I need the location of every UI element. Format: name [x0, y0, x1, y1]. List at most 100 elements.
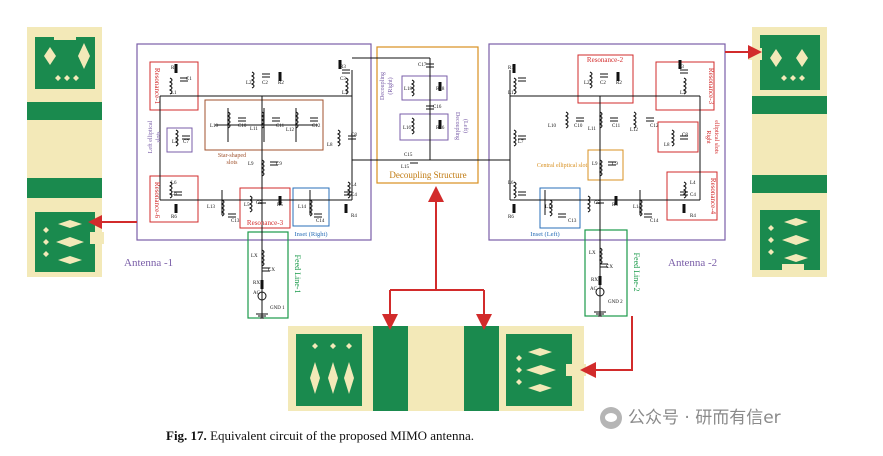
- des-C12: C12: [312, 124, 321, 129]
- feed-line-2-box: [584, 229, 628, 317]
- res-component-23: [174, 204, 178, 213]
- coil-component-73: [638, 199, 643, 217]
- des-L3: L3: [342, 91, 348, 96]
- decoupling-structure-label: Decoupling Structure: [389, 170, 466, 180]
- pcb-left-antenna: [27, 27, 104, 277]
- res-component-5: [278, 72, 282, 81]
- figure-caption: Fig. 17. Equivalent circuit of the propo…: [166, 428, 474, 444]
- cap-component-12: [238, 117, 246, 122]
- cap-component-58: [610, 117, 618, 122]
- figure-caption-text: Equivalent circuit of the proposed MIMO …: [210, 428, 474, 443]
- res-component-28: [278, 196, 282, 205]
- des-L4-right: L4: [690, 181, 696, 186]
- decoupling-left-box: [399, 113, 449, 141]
- des-L15: L15: [401, 165, 410, 170]
- coil-component-65: [512, 181, 517, 199]
- des-C1: C1: [186, 77, 192, 82]
- coil-component-11: [226, 111, 231, 129]
- des-C13-right: C13: [568, 219, 577, 224]
- des-LX-1: LX: [251, 254, 258, 259]
- resonance-3-right-box: [655, 61, 715, 111]
- ac-label-2: AC: [590, 287, 598, 292]
- coil-component-41: [410, 117, 415, 135]
- cap-component-25: [228, 213, 236, 218]
- antenna-1-label: Antenna -1: [124, 257, 173, 269]
- decoupling-right-line2: (Right): [387, 77, 394, 94]
- cap-component-60: [646, 117, 654, 122]
- des-C5: C5: [256, 201, 262, 206]
- resonance-3-right-label: Resonance-3: [707, 68, 715, 105]
- decoupling-left-line1: Decoupling: [454, 112, 460, 140]
- cap-component-66: [518, 191, 526, 196]
- coil-component-55: [564, 111, 569, 129]
- res-component-67: [512, 204, 516, 213]
- cap-component-56: [576, 117, 584, 122]
- des-C5-right: C5: [594, 201, 600, 206]
- cap-component-4: [262, 73, 270, 78]
- res-component-77: [682, 204, 686, 213]
- des-L9: L9: [248, 162, 254, 167]
- des-L6-right: L6: [508, 181, 514, 186]
- cap-component-14: [272, 117, 280, 122]
- coil-component-68: [548, 199, 553, 217]
- des-L2-right: L2: [584, 81, 590, 86]
- des-C7: C7: [183, 140, 189, 145]
- resonance-2-label: Resonance-2: [587, 56, 624, 64]
- des-LX-2: LX: [589, 251, 596, 256]
- right-elliptical-slots-box: [657, 121, 699, 153]
- des-C16: C16: [433, 105, 442, 110]
- coil-component-34: [260, 249, 265, 267]
- central-elliptical-slot-box: [587, 149, 624, 181]
- resonance-1-label: Resonance-1: [153, 68, 161, 105]
- res-component-39: [438, 82, 442, 91]
- des-L5: L5: [244, 203, 250, 208]
- cap-component-64: [608, 161, 616, 166]
- cap-component-7: [342, 69, 350, 74]
- des-L16: L16: [403, 126, 412, 131]
- coil-component-31: [346, 181, 351, 199]
- coil-component-44: [512, 77, 517, 95]
- decoupling-right-line1: Decoupling: [380, 72, 386, 100]
- ac-source-1: [257, 291, 267, 301]
- des-C11: C11: [276, 124, 285, 129]
- des-L7: L7: [172, 140, 178, 145]
- pcb-bottom-decoupling: [288, 326, 586, 411]
- cap-component-40: [426, 105, 434, 110]
- resonance-1-box: [149, 61, 199, 111]
- des-L10: L10: [210, 124, 219, 129]
- ac-source-2: [595, 287, 605, 297]
- star-shaped-slots-box: [204, 99, 324, 151]
- resonance-3-label: Resonance-3: [247, 219, 284, 227]
- figure-number: Fig. 17.: [166, 428, 207, 443]
- decoupling-left-line2: (Left): [462, 119, 469, 133]
- coil-component-53: [512, 129, 517, 147]
- des-L1: L1: [171, 91, 177, 96]
- cap-component-35: [262, 267, 270, 272]
- des-R2: R2: [278, 81, 284, 86]
- des-C4: C4: [351, 193, 357, 198]
- des-L13-right: L13: [545, 205, 554, 210]
- des-R4-right: R4: [690, 214, 696, 219]
- des-C10: C10: [238, 124, 247, 129]
- des-L3-right: L3: [680, 91, 686, 96]
- cap-component-20: [270, 161, 278, 166]
- cap-component-54: [518, 135, 526, 140]
- coil-component-21: [168, 181, 173, 199]
- right-elliptical-line1: Right: [705, 130, 711, 144]
- resonance-3-box: [239, 187, 291, 229]
- coil-component-6: [344, 77, 349, 95]
- des-R6-right: R6: [508, 215, 514, 220]
- des-L9-right: L9: [592, 162, 598, 167]
- right-elliptical-line2: elliptical slots: [713, 120, 719, 154]
- coil-component-9: [174, 129, 179, 147]
- res-component-49: [616, 72, 620, 81]
- des-L8: L8: [327, 143, 333, 148]
- inset-right-box: [292, 187, 330, 227]
- cap-component-62: [680, 135, 688, 140]
- des-C9: C9: [276, 162, 282, 167]
- des-C3: C3: [340, 77, 346, 82]
- left-elliptical-slots-box: [166, 127, 193, 153]
- cap-component-30: [314, 213, 322, 218]
